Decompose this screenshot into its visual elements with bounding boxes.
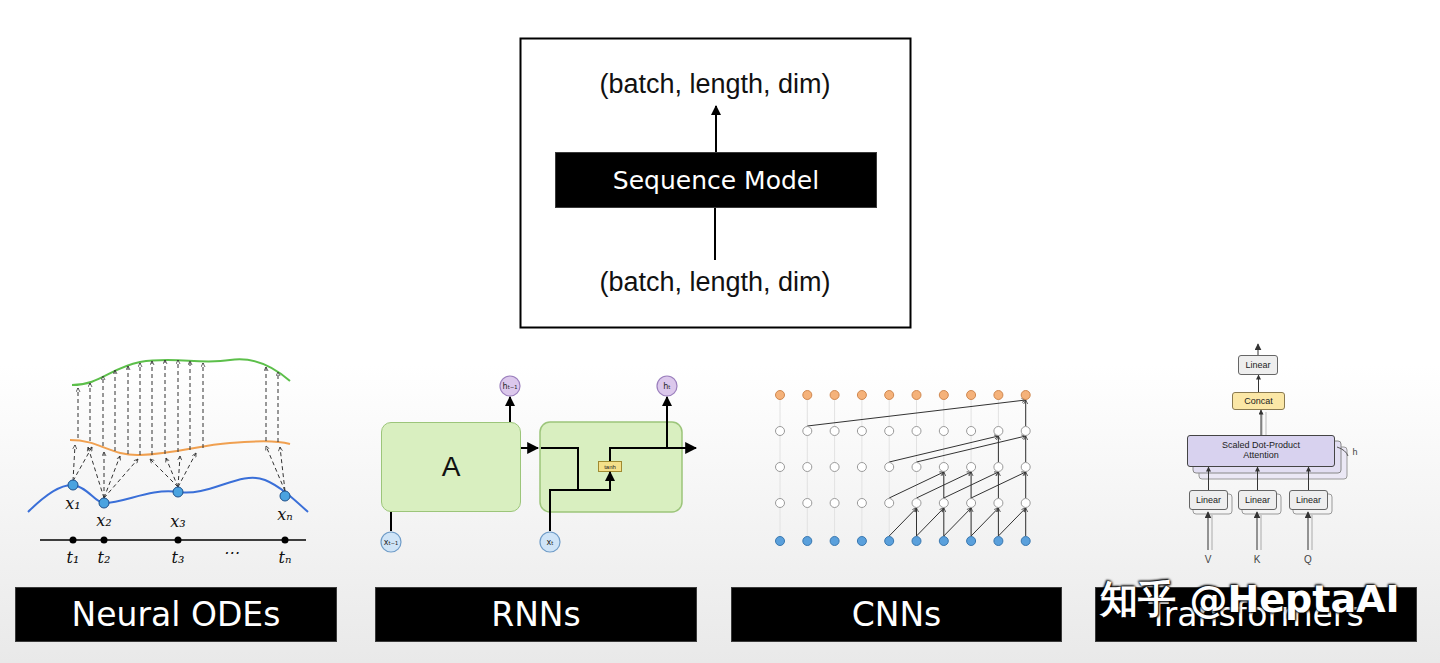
time-label: t₂ [98,548,111,567]
connector-line [714,208,716,260]
model-block: Sequence Model [555,152,877,208]
point-label: x₁ [65,494,80,513]
input-label: Q [1304,554,1312,565]
node-text: Linear [1245,360,1270,370]
shape-label: (batch, length, dim) [560,260,870,304]
connector-line [1208,467,1209,490]
linear-box: Linear [1238,490,1277,510]
circle-shape [381,532,401,552]
ellipsis-label: ⋯ [223,543,239,562]
circle-shape [540,532,560,552]
connector-line [1308,467,1309,490]
circle-shape [657,376,677,396]
watermark: 知乎 @HeptaAI [1100,574,1399,625]
frame-box [521,39,911,328]
node-text: xₜ [546,538,553,547]
node-text: Concat [1244,396,1273,406]
hidden-state: hₜ [656,375,678,397]
node-text: A [442,451,461,483]
connector-line [715,106,717,152]
cnn-figure [776,391,1031,546]
linear-box: Linear [1238,355,1278,375]
input-node: xₜ₋₁ [380,531,402,553]
node-text: Linear [1296,495,1321,505]
node-text: Sequence Model [613,166,819,195]
node-text: xₜ₋₁ [384,538,399,547]
node-text: hₜ₋₁ [503,382,518,391]
rnn-cell: A [381,422,521,512]
connector-line [1261,410,1262,435]
connector-line [1258,375,1259,392]
category-bar: CNNs [731,587,1062,642]
node-text: (batch, length, dim) [599,267,830,298]
connector-line [390,512,392,531]
category-bar: RNNs [375,587,697,642]
neural-ode-figure [28,359,308,543]
time-label: t₃ [172,548,185,567]
activation-box: tanh [598,461,622,472]
node-text: RNNs [491,595,581,634]
node-text: Neural ODEs [72,595,281,634]
node-text: hₜ [663,382,670,391]
linear-box: Linear [1189,490,1228,510]
point-label: x₂ [96,511,111,530]
connector-line [610,397,667,461]
node-text: CNNs [852,595,942,634]
hidden-state: hₜ₋₁ [499,375,521,397]
connector-line [1257,467,1258,490]
time-label: tₙ [279,548,292,567]
node-text: Linear [1245,495,1270,505]
concat-box: Concat [1232,392,1285,410]
point-label: xₙ [277,505,293,524]
linear-box: Linear [1289,490,1328,510]
connector-line [509,397,511,422]
input-label: K [1254,554,1261,565]
point-label: x₃ [170,512,185,531]
node-text: tanh [604,464,616,470]
input-node: xₜ [539,531,561,553]
connector-line [550,472,610,531]
category-bar: Neural ODEs [15,587,337,642]
shape-label: (batch, length, dim) [560,62,870,106]
node-text: (batch, length, dim) [599,69,830,100]
node-text: Linear [1196,495,1221,505]
input-label: V [1205,554,1212,565]
node-text: Scaled Dot-Product Attention [1216,441,1306,461]
head-count-label: h [1352,447,1357,457]
circle-shape [500,376,520,396]
time-label: t₁ [67,548,80,567]
attention-box: Scaled Dot-Product Attention [1187,435,1335,467]
